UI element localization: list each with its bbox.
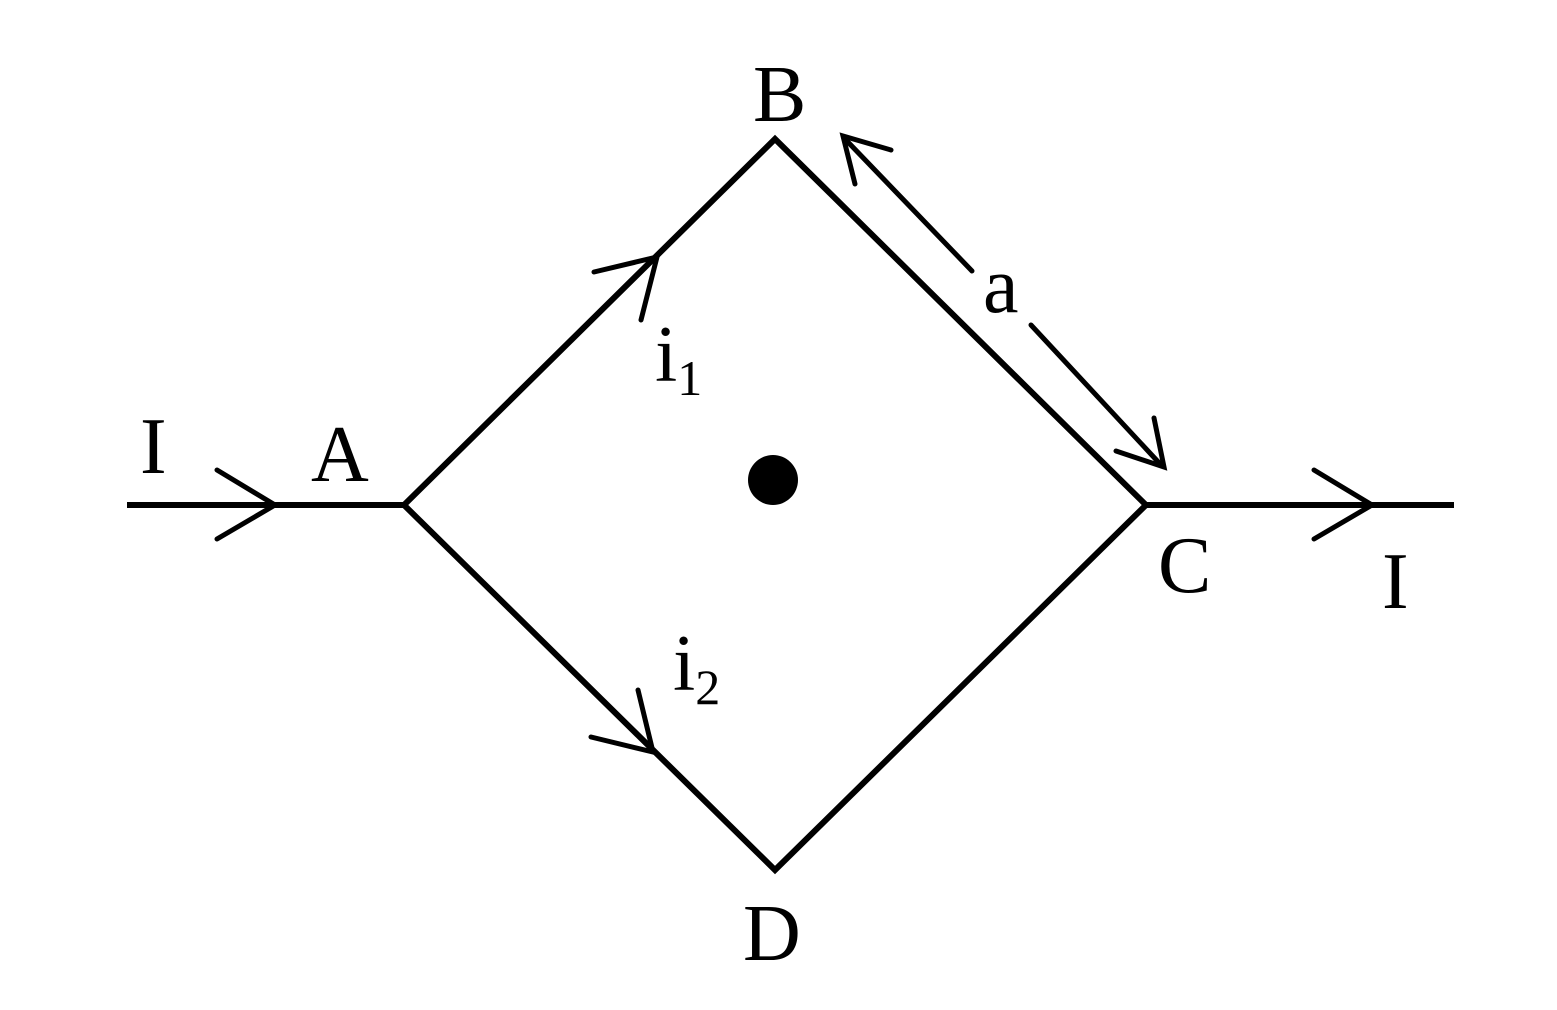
input-current-label: I (140, 403, 167, 491)
branch-i1-main: i (655, 311, 677, 399)
output-current-label: I (1382, 538, 1409, 626)
branch-i1-subscript: 1 (677, 350, 702, 406)
output-current-arrow (1311, 467, 1377, 542)
node-d-label: D (743, 890, 801, 978)
side-length-label: a (983, 242, 1019, 330)
input-current-arrow (214, 467, 280, 542)
node-c-label: C (1158, 522, 1211, 610)
dimension-arrowhead-b (839, 132, 894, 187)
dimension-line-lower (1028, 322, 1165, 469)
dimension-line-upper (843, 137, 975, 274)
dimension-arrowhead-c (1113, 415, 1168, 471)
branch-i1-label: i1 (655, 311, 702, 406)
node-a-label: A (311, 411, 369, 499)
branch-i2-subscript: 2 (695, 659, 720, 715)
branch-i2-label: i2 (673, 620, 720, 715)
center-point (748, 455, 798, 505)
branch-i1-arrow (591, 253, 661, 323)
branch-i2-arrow (588, 687, 657, 756)
node-b-label: B (753, 51, 806, 139)
branch-i2-main: i (673, 620, 695, 708)
